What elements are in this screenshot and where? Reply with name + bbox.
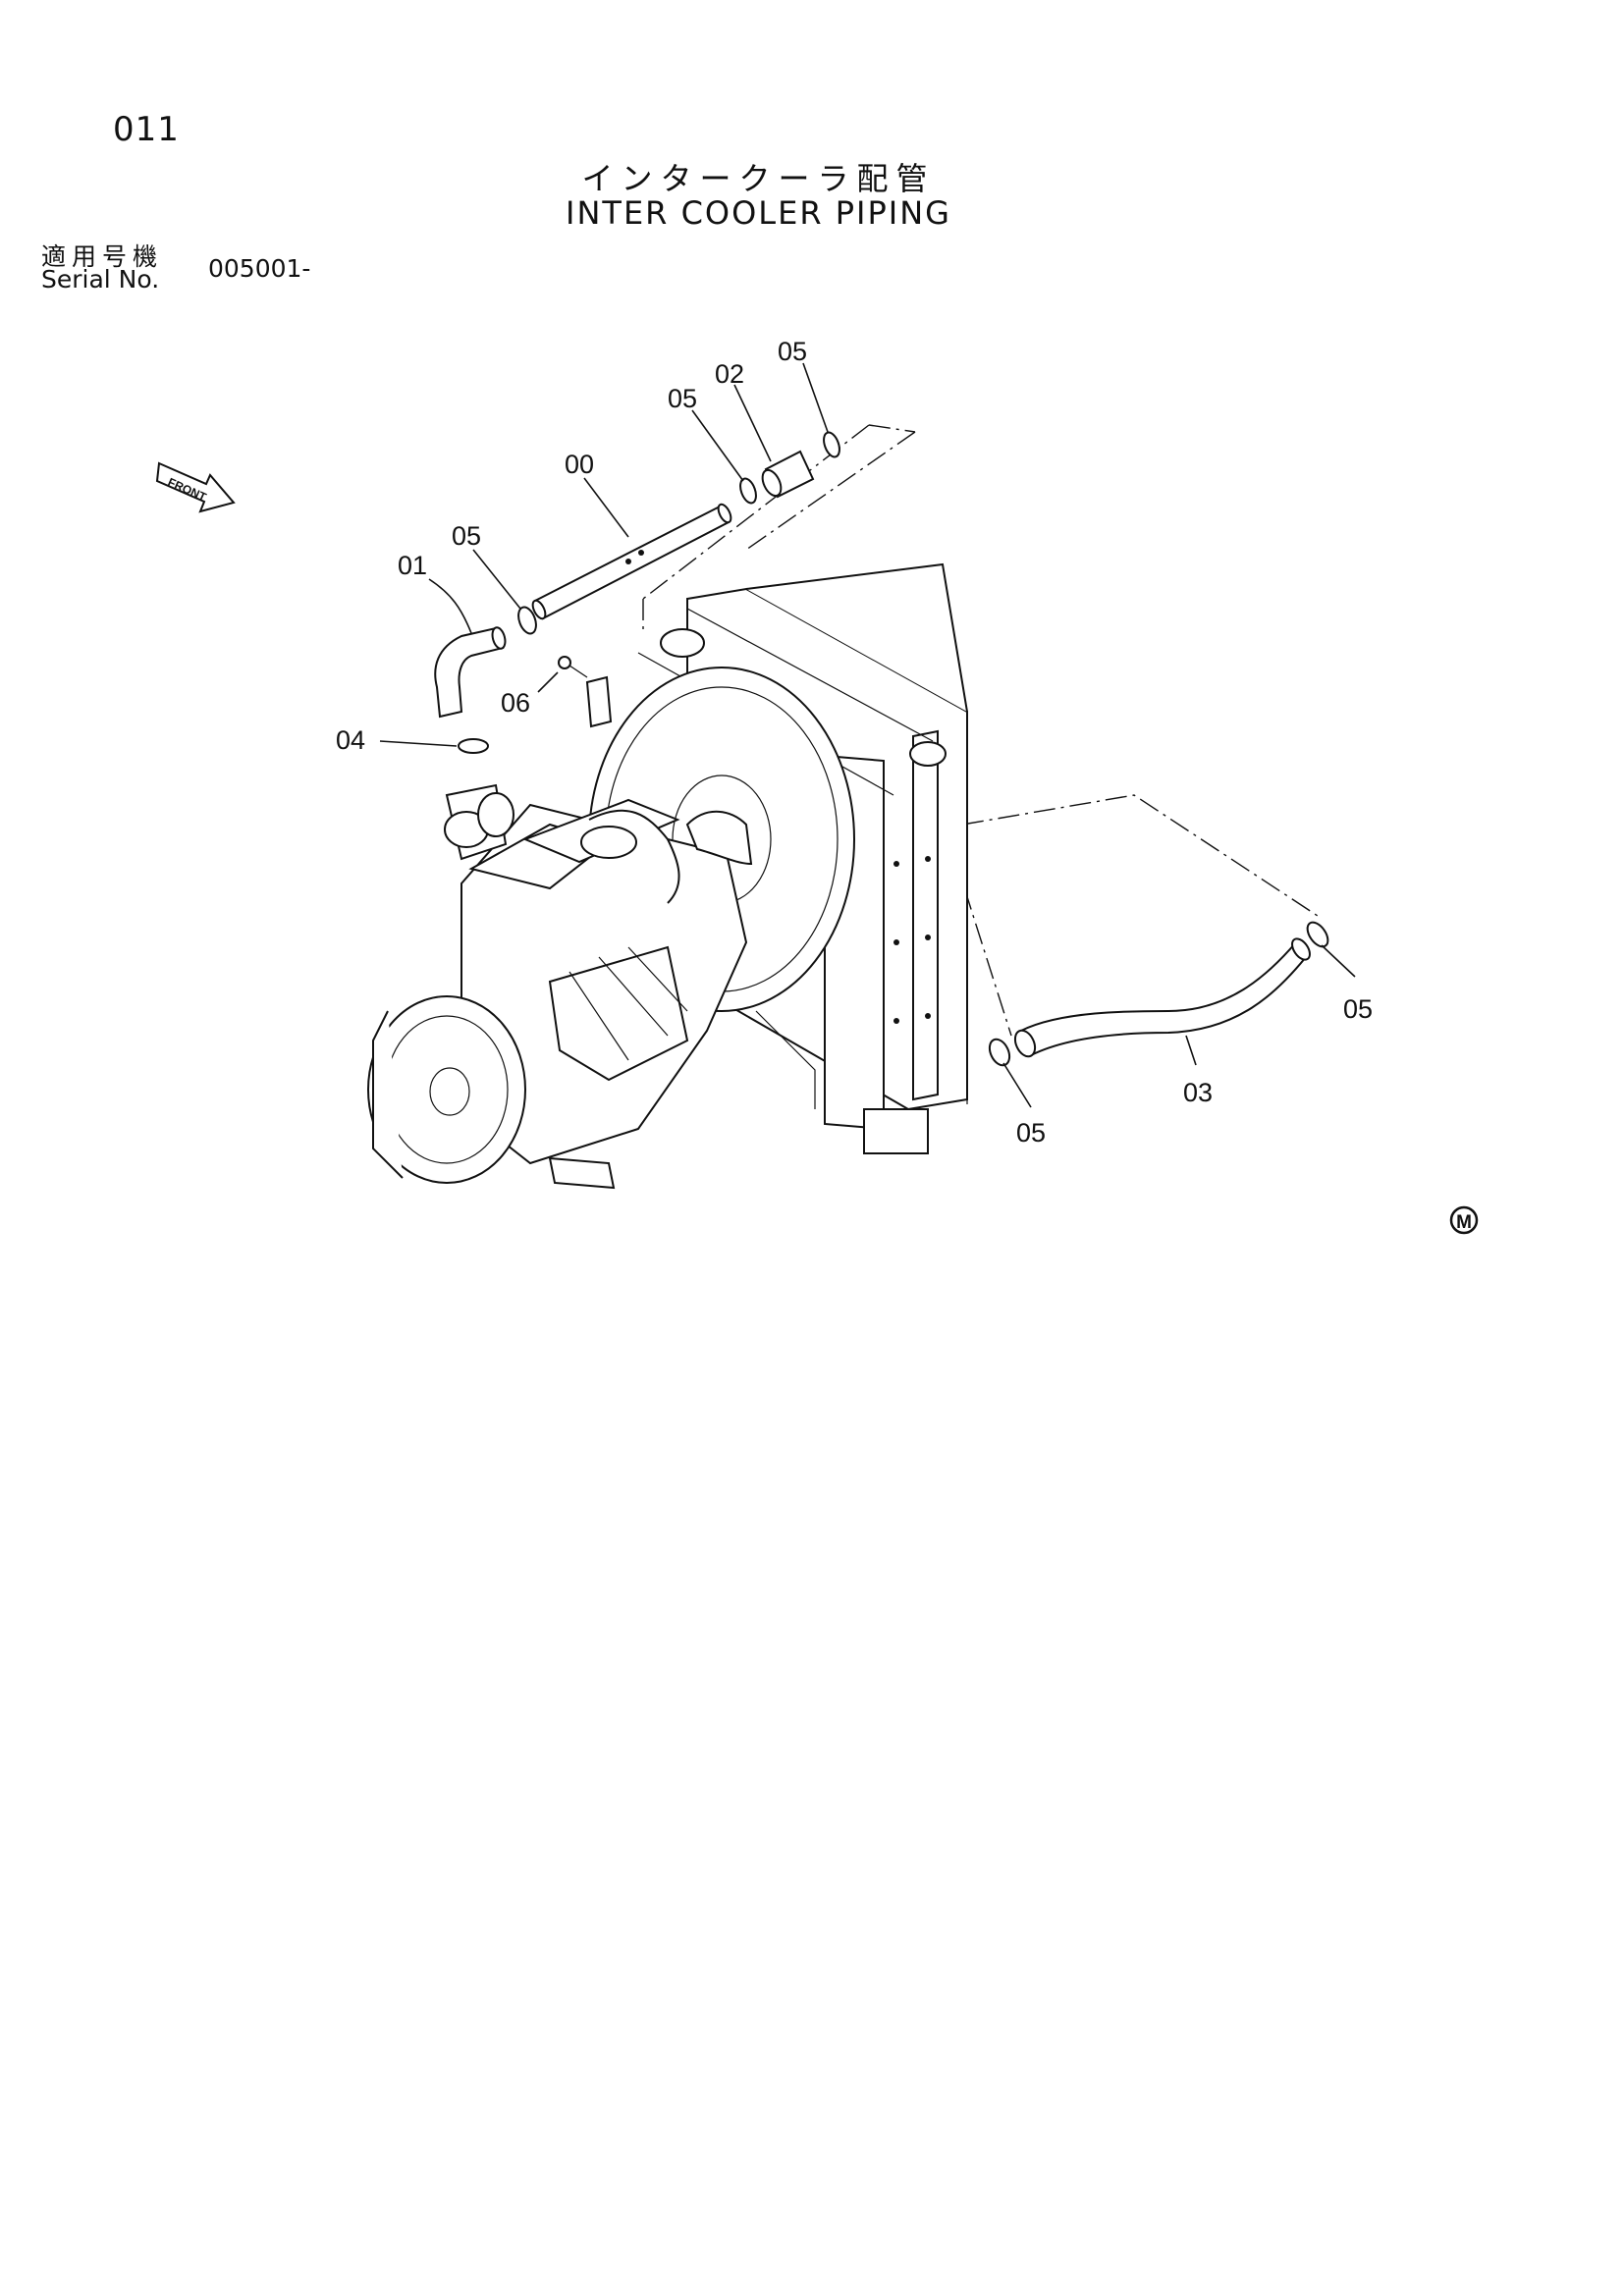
callout-05: 05 (1343, 994, 1373, 1024)
callout-03: 03 (1183, 1078, 1213, 1107)
maker-mark-icon: M (1449, 1205, 1479, 1235)
callout-01: 01 (398, 551, 427, 580)
engine (367, 783, 816, 1190)
connecting-hose (761, 450, 815, 499)
maker-mark-letter: M (1456, 1212, 1472, 1233)
callout-04: 04 (336, 725, 365, 755)
bolt-and-bracket (558, 656, 613, 728)
title-english: INTER COOLER PIPING (566, 194, 951, 232)
title-japanese: インタークーラ配管 (581, 160, 936, 197)
page-number: 011 (113, 110, 180, 149)
callout-05: 05 (778, 337, 807, 366)
serial-label-japanese: 適用号機 (41, 242, 164, 271)
callout-00: 00 (565, 450, 594, 479)
leader-lines (379, 362, 1356, 1108)
callout-05: 05 (1016, 1118, 1046, 1148)
front-arrow-icon: FRONT (155, 461, 236, 513)
gasket (458, 738, 489, 754)
intercooler-pipe (531, 503, 732, 620)
elbow-hose (434, 626, 507, 719)
callout-05: 05 (668, 384, 697, 413)
serial-label-english: Serial No. (41, 265, 160, 294)
callout-06: 06 (501, 688, 530, 718)
lower-hose (1013, 937, 1311, 1058)
callout-labels: 00 01 02 03 04 05 05 05 05 05 06 (336, 337, 1373, 1148)
callout-05: 05 (452, 521, 481, 551)
serial-number-value: 005001- (208, 254, 311, 283)
callout-02: 02 (715, 359, 744, 389)
radiator-bolt-holes (893, 856, 931, 1024)
